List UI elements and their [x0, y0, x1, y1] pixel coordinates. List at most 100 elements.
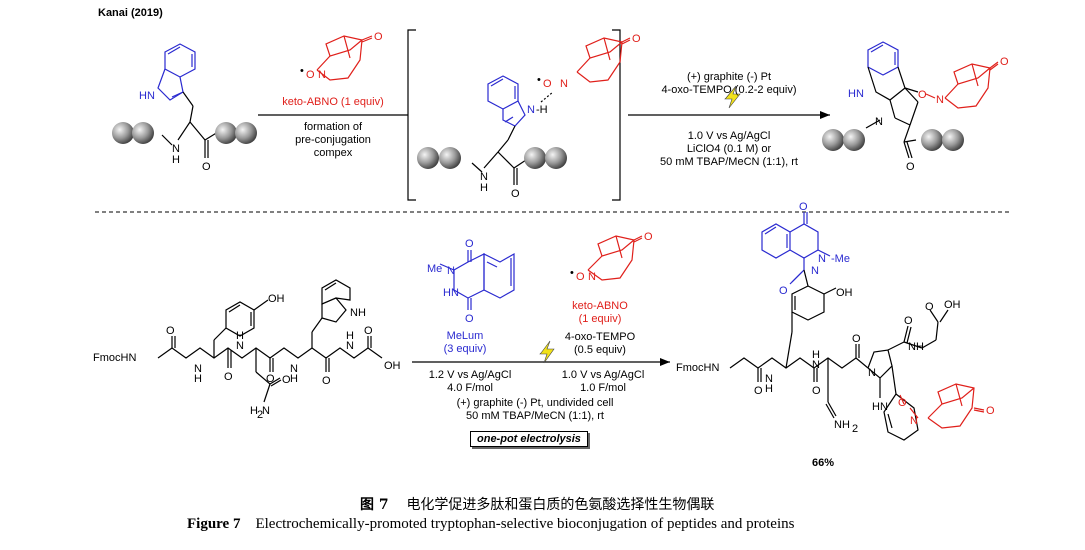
svg-text:H: H [812, 349, 820, 361]
right-cond-line: 1.0 V vs Ag/AgCl [561, 369, 645, 381]
melum-structure [439, 250, 515, 310]
svg-text:HN: HN [443, 287, 459, 299]
svg-text:-Me: -Me [831, 253, 850, 265]
arrow2-below-line: LiClO4 (0.1 M) or [686, 143, 772, 155]
left-cond-line: 4.0 F/mol [447, 382, 493, 394]
caption-en: Figure 7 Electrochemically-promoted tryp… [187, 516, 794, 533]
yield-label: 66% [812, 457, 835, 469]
svg-text:O: O [1000, 56, 1009, 68]
svg-text:H: H [250, 405, 258, 417]
left-cond-line: 1.2 V vs Ag/AgCl [428, 369, 512, 381]
svg-text:O: O [202, 161, 211, 173]
caption-en-label: Figure 7 [187, 516, 241, 532]
left-conditions: 1.2 V vs Ag/AgCl 4.0 F/mol [420, 369, 520, 395]
svg-text:N: N [588, 271, 596, 283]
svg-text:HN: HN [139, 90, 155, 102]
svg-text:O: O [632, 33, 641, 45]
product-structure [729, 212, 985, 441]
tempo-equiv: (0.5 equiv) [574, 344, 626, 356]
svg-text:N: N [290, 363, 298, 375]
keto-abno-name: keto-ABNO [572, 300, 628, 312]
svg-text:OH: OH [836, 287, 853, 299]
svg-text:O: O [904, 315, 913, 327]
melum-label: MeLum (3 equiv) [430, 330, 500, 356]
svg-text:O: O [925, 301, 934, 313]
top-product-structure [865, 41, 999, 159]
svg-text:O: O [306, 69, 315, 81]
svg-text:O: O [779, 285, 788, 297]
svg-text:•: • [570, 267, 574, 279]
one-pot-box: one-pot electrolysis [470, 431, 588, 447]
svg-text:O: O [543, 78, 552, 90]
reagent-keto-abno: keto-ABNO (1 equiv) [282, 96, 384, 108]
svg-text:N: N [236, 340, 244, 352]
melum-equiv: (3 equiv) [443, 343, 487, 355]
svg-text:O: O [322, 375, 331, 387]
svg-text:O: O [465, 238, 474, 250]
start-label: FmocHN [93, 352, 136, 364]
shared-cond-line: 50 mM TBAP/MeCN (1:1), rt [466, 410, 604, 422]
svg-text:N: N [875, 116, 883, 128]
keto-abno-structure-1 [316, 35, 373, 81]
svg-text:N: N [560, 78, 568, 90]
svg-text:H: H [346, 330, 354, 342]
arrow2-above-line: (+) graphite (-) Pt [686, 71, 772, 83]
citation: Kanai (2019) [98, 7, 163, 19]
svg-text:N: N [910, 415, 918, 427]
svg-text:OH: OH [384, 360, 401, 372]
svg-text:O: O [799, 201, 808, 213]
arrow2-above: (+) graphite (-) Pt 4-oxo-TEMPO (0.2-2 e… [628, 71, 830, 97]
svg-text:O: O [511, 188, 520, 200]
svg-text:N: N [318, 69, 326, 81]
svg-text:O: O [754, 385, 763, 397]
melum-name: MeLum [446, 330, 484, 342]
bracket-left [407, 29, 416, 201]
caption-cn: 图 7 电化学促进多肽和蛋白质的色氨酸选择性生物偶联 [360, 494, 714, 514]
svg-text:O: O [266, 373, 275, 385]
svg-text:O: O [812, 385, 821, 397]
svg-text:NH: NH [908, 341, 924, 353]
keto-abno-structure-2 [587, 235, 643, 281]
svg-text:O: O [906, 161, 915, 173]
svg-text:O: O [224, 371, 233, 383]
svg-text:N: N [868, 367, 876, 379]
svg-text:O: O [852, 333, 861, 345]
arrow2-below-line: 1.0 V vs Ag/AgCl [687, 130, 771, 142]
arrow1-note-line: formation of [303, 121, 363, 133]
keto-abno-equiv: (1 equiv) [578, 313, 622, 325]
svg-text:O: O [282, 374, 291, 386]
svg-text:2: 2 [257, 409, 263, 421]
svg-text:O: O [898, 397, 907, 409]
svg-text:NH: NH [834, 419, 850, 431]
svg-text:N: N [527, 104, 535, 116]
arrow1-note-line: compex [313, 147, 353, 159]
svg-text:N: N [447, 265, 455, 277]
svg-text:H: H [194, 373, 202, 385]
lightning-bolt-icon-2 [539, 340, 555, 364]
svg-text:H: H [236, 330, 244, 342]
svg-text:HN: HN [872, 401, 888, 413]
svg-text:N: N [812, 359, 820, 371]
svg-text:N: N [262, 405, 270, 417]
keto-abno-label: keto-ABNO (1 equiv) [560, 300, 640, 326]
arrow1-note-line: pre-conjugation [295, 134, 371, 146]
arrow2-above-line: 4-oxo-TEMPO (0.2-2 equiv) [661, 84, 797, 96]
lightning-bolt-icon-1 [724, 85, 741, 109]
svg-text:O: O [918, 89, 927, 101]
svg-text:O: O [166, 325, 175, 337]
protein-balls-1 [112, 122, 257, 144]
arrow2-below-line: 50 mM TBAP/MeCN (1:1), rt [660, 156, 798, 168]
arrow1-note: formation of pre-conjugation compex [258, 121, 408, 160]
protein-balls-3 [822, 129, 964, 151]
svg-text:H: H [765, 383, 773, 395]
pre-conjugation-complex [471, 37, 631, 185]
caption-cn-label: 图 7 [360, 497, 389, 513]
svg-text:•: • [300, 65, 304, 77]
shared-conditions: (+) graphite (-) Pt, undivided cell 50 m… [420, 397, 650, 423]
svg-text:O: O [986, 405, 995, 417]
svg-text:N: N [194, 363, 202, 375]
svg-text:•: • [537, 74, 541, 86]
svg-text:-H: -H [536, 104, 548, 116]
svg-text:N: N [811, 265, 819, 277]
prod-label: FmocHN [676, 362, 719, 374]
